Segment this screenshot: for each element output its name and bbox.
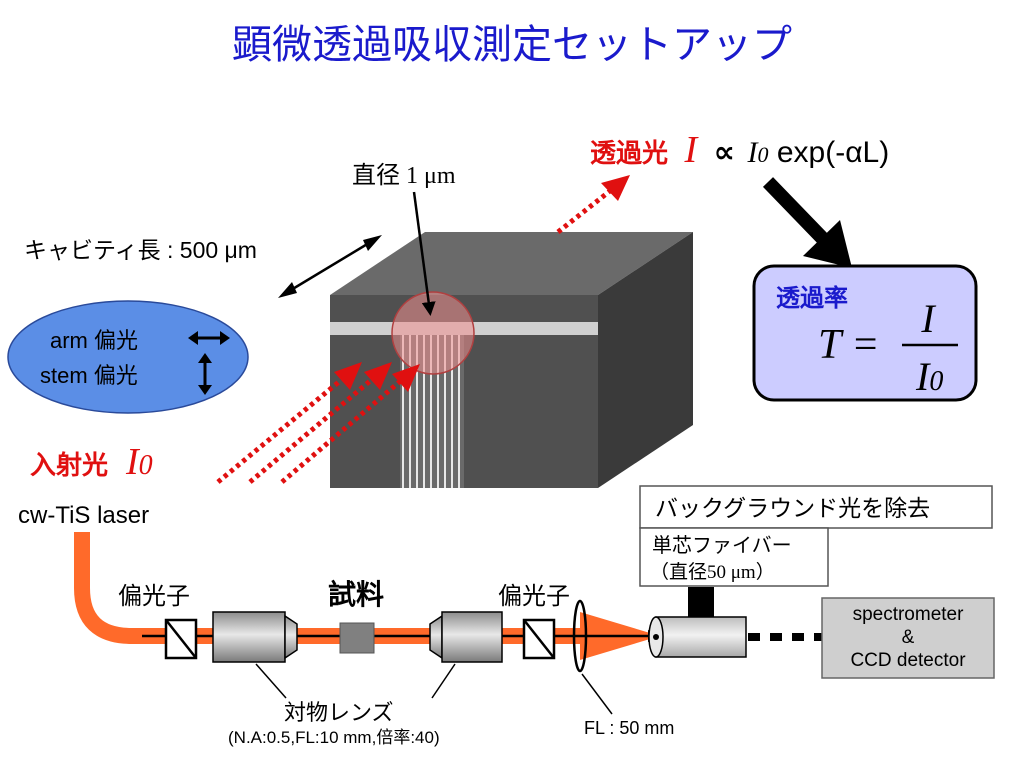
right-objective-lens — [429, 611, 503, 663]
stem-polarization-label: stem 偏光 — [40, 363, 138, 388]
transmittance-lhs: T = — [818, 322, 879, 368]
transmitted-arrowhead — [601, 175, 630, 201]
incident-arrowhead-2 — [364, 362, 392, 390]
incident-beams — [216, 362, 420, 484]
background-removal-box: バックグラウンド光を除去 — [639, 485, 993, 529]
transmitted-light-formula: 透過光 I ∝ I0 exp(-αL) — [590, 129, 889, 171]
transmittance-numerator: I — [920, 296, 936, 341]
horizontal-double-arrow-icon — [188, 331, 230, 345]
left-polarizer-label: 偏光子 — [118, 583, 190, 610]
transmittance-heading: 透過率 — [776, 284, 848, 312]
sample-label: 試料 — [328, 578, 384, 610]
left-objective-lens — [212, 611, 298, 663]
laser-label: cw-TiS laser — [18, 502, 149, 529]
transmittance-box: 透過率 T = I I0 — [752, 264, 978, 402]
diameter-arrow — [412, 191, 436, 316]
polarization-ellipse: arm 偏光 stem 偏光 — [7, 300, 249, 414]
right-polarizer — [522, 618, 556, 660]
incident-light-label: 入射光 I0 — [30, 441, 153, 483]
cavity-length-double-arrow — [278, 235, 382, 298]
fiber-diameter-label: （直径50 μm） — [650, 561, 775, 583]
slide-title: 顕微透過吸収測定セットアップ — [232, 22, 792, 67]
arm-polarization-label: arm 偏光 — [50, 328, 138, 353]
incident-arrowhead-3 — [392, 364, 420, 392]
cavity-length-label: キャビティ長 : 500 μm — [24, 237, 257, 263]
laser-fiber — [74, 532, 172, 644]
spectrometer-label-line1: spectrometer — [853, 604, 965, 625]
focus-spot — [391, 291, 475, 375]
objective-lens-specs: (N.A:0.5,FL:10 mm,倍率:40) — [228, 728, 440, 747]
sample-cube — [330, 232, 693, 488]
spectrometer-box: spectrometer & CCD detector — [821, 597, 995, 679]
incident-arrowhead-1 — [334, 362, 362, 390]
left-polarizer — [164, 618, 198, 660]
vertical-double-arrow-icon — [198, 353, 212, 395]
focusing-lens — [572, 599, 588, 673]
spectrometer-label-line2: & — [902, 627, 915, 648]
fiber-mount-post — [688, 587, 714, 617]
formula-to-box-arrow — [762, 177, 832, 247]
sample-block — [339, 622, 375, 654]
fiber-coupler — [648, 616, 747, 658]
objective-lens-label: 対物レンズ — [284, 700, 394, 725]
right-polarizer-label: 偏光子 — [498, 583, 570, 610]
objective-lens-brackets — [255, 663, 456, 699]
focal-length-label: FL : 50 mm — [584, 718, 674, 738]
transmitted-beam-arrow — [556, 184, 619, 234]
fiber-name-label: 単芯ファイバー — [652, 534, 792, 557]
background-removal-label: バックグラウンド光を除去 — [655, 495, 930, 521]
spectrometer-label-line3: CCD detector — [850, 650, 966, 671]
focal-length-pointer — [581, 673, 613, 715]
formula-to-box-arrowhead — [803, 220, 852, 268]
cube-side-face — [598, 232, 693, 488]
fiber-description-box: 単芯ファイバー （直径50 μm） — [639, 527, 829, 587]
transmittance-denominator: I0 — [915, 354, 943, 399]
